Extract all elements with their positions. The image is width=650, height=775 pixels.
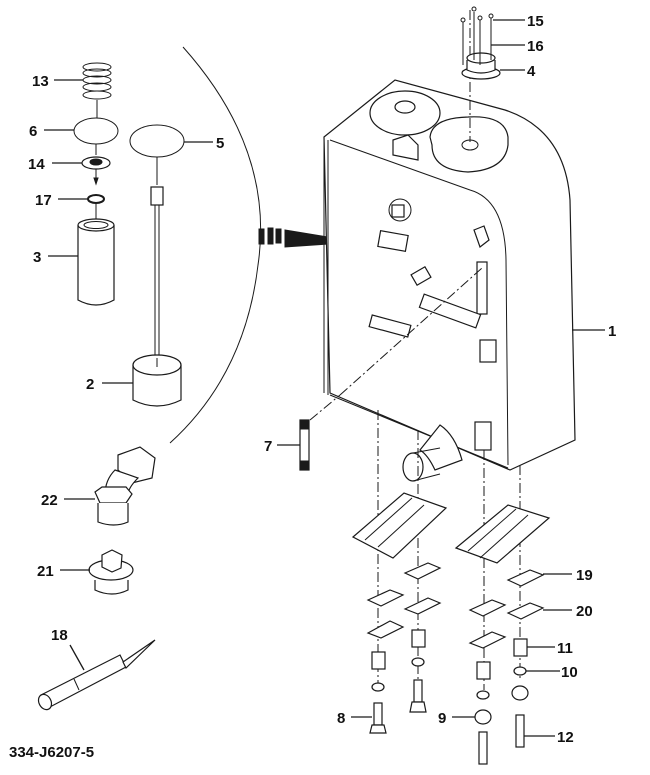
- sealant-tube-part: [37, 639, 156, 711]
- callout-11: 11: [557, 640, 573, 657]
- callout-22: 22: [41, 492, 58, 509]
- mounting-rail-left: [351, 492, 448, 559]
- callout-12: 12: [557, 729, 574, 746]
- sight-gauge-part: [299, 419, 310, 471]
- callout-6: 6: [29, 123, 37, 140]
- callout-15: 15: [527, 13, 544, 30]
- filter-housing-part: [77, 218, 115, 306]
- fasteners: [369, 629, 529, 765]
- callout-labels: 1 2 3 4 5 6 7 8 9 10 11 12 13 14 15 16 1…: [28, 13, 616, 746]
- small-o-ring-part: [87, 194, 105, 204]
- callout-5: 5: [216, 135, 224, 152]
- callout-9: 9: [438, 710, 446, 727]
- drain-plug-part: [88, 549, 134, 595]
- callout-18: 18: [51, 627, 68, 644]
- callout-19: 19: [576, 567, 593, 584]
- figure-id: 334-J6207-5: [9, 744, 94, 761]
- o-ring-part: [73, 117, 119, 145]
- callout-8: 8: [337, 710, 345, 727]
- callout-10: 10: [561, 664, 578, 681]
- shims: [366, 562, 545, 649]
- breather-cap-part: [460, 6, 501, 80]
- detail-boundary-arc: [169, 46, 262, 444]
- mounting-rail-right: [454, 504, 551, 564]
- callout-21: 21: [37, 563, 54, 580]
- elbow-fitting-part: [94, 446, 156, 526]
- callout-2: 2: [86, 376, 94, 393]
- callout-4: 4: [527, 63, 536, 80]
- float-assembly: [132, 186, 182, 407]
- callout-1: 1: [608, 323, 616, 340]
- callout-7: 7: [264, 438, 272, 455]
- callout-3: 3: [33, 249, 41, 266]
- callout-13: 13: [32, 73, 49, 90]
- large-o-ring-part: [129, 124, 185, 158]
- valve-part: [81, 156, 111, 186]
- callout-17: 17: [35, 192, 52, 209]
- callout-20: 20: [576, 603, 593, 620]
- tank-body: [323, 79, 576, 482]
- callout-14: 14: [28, 156, 45, 173]
- leader-lines: [44, 19, 605, 737]
- callout-16: 16: [527, 38, 544, 55]
- spring-part: [82, 62, 112, 118]
